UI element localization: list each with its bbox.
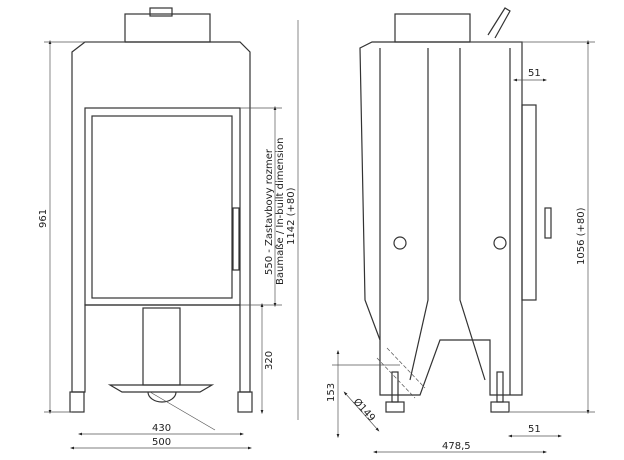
front-pedestal <box>142 307 181 386</box>
front-flue-cap <box>149 7 173 17</box>
side-foot-left <box>385 401 405 413</box>
front-dimensions: 961 550 - Zastavbovy rozmer Baumaße / In… <box>38 20 299 450</box>
dim-diameter-149: Ø149 <box>351 396 378 424</box>
dim-320: 320 <box>264 351 275 370</box>
dim-1142-label: 1142 (+80) <box>286 187 297 245</box>
side-foot-right <box>490 401 510 413</box>
dim-961: 961 <box>38 209 49 228</box>
side-handle <box>544 207 552 239</box>
side-view <box>359 7 552 413</box>
door-handle <box>232 207 240 271</box>
front-outlet <box>147 391 177 403</box>
front-view <box>69 7 253 431</box>
side-lever <box>487 7 511 39</box>
dim-500: 500 <box>152 437 171 448</box>
dim-550-label: 550 - Zastavbovy rozmer <box>264 148 275 275</box>
side-leg-right <box>496 371 504 403</box>
air-inlet-right <box>493 236 507 250</box>
front-base-plate <box>107 384 215 393</box>
air-inlet-left <box>393 236 407 250</box>
dim-430: 430 <box>152 423 171 434</box>
dim-51-top: 51 <box>528 68 541 79</box>
side-body-outline <box>359 41 523 396</box>
dim-51-bottom: 51 <box>528 424 541 435</box>
front-glass <box>91 115 233 299</box>
dim-inbuilt-label: Baumaße / In-built dimension <box>275 138 286 285</box>
front-foot-left <box>69 391 85 413</box>
dim-478-5: 478,5 <box>442 441 471 452</box>
front-door-frame <box>84 107 241 306</box>
front-flue-collar <box>124 13 211 43</box>
side-flue-collar <box>394 13 471 43</box>
front-foot-right <box>237 391 253 413</box>
side-door-profile <box>521 104 537 301</box>
dim-1056: 1056 (+80) <box>576 207 587 265</box>
dim-153: 153 <box>326 383 337 402</box>
front-body-outline <box>71 41 251 393</box>
